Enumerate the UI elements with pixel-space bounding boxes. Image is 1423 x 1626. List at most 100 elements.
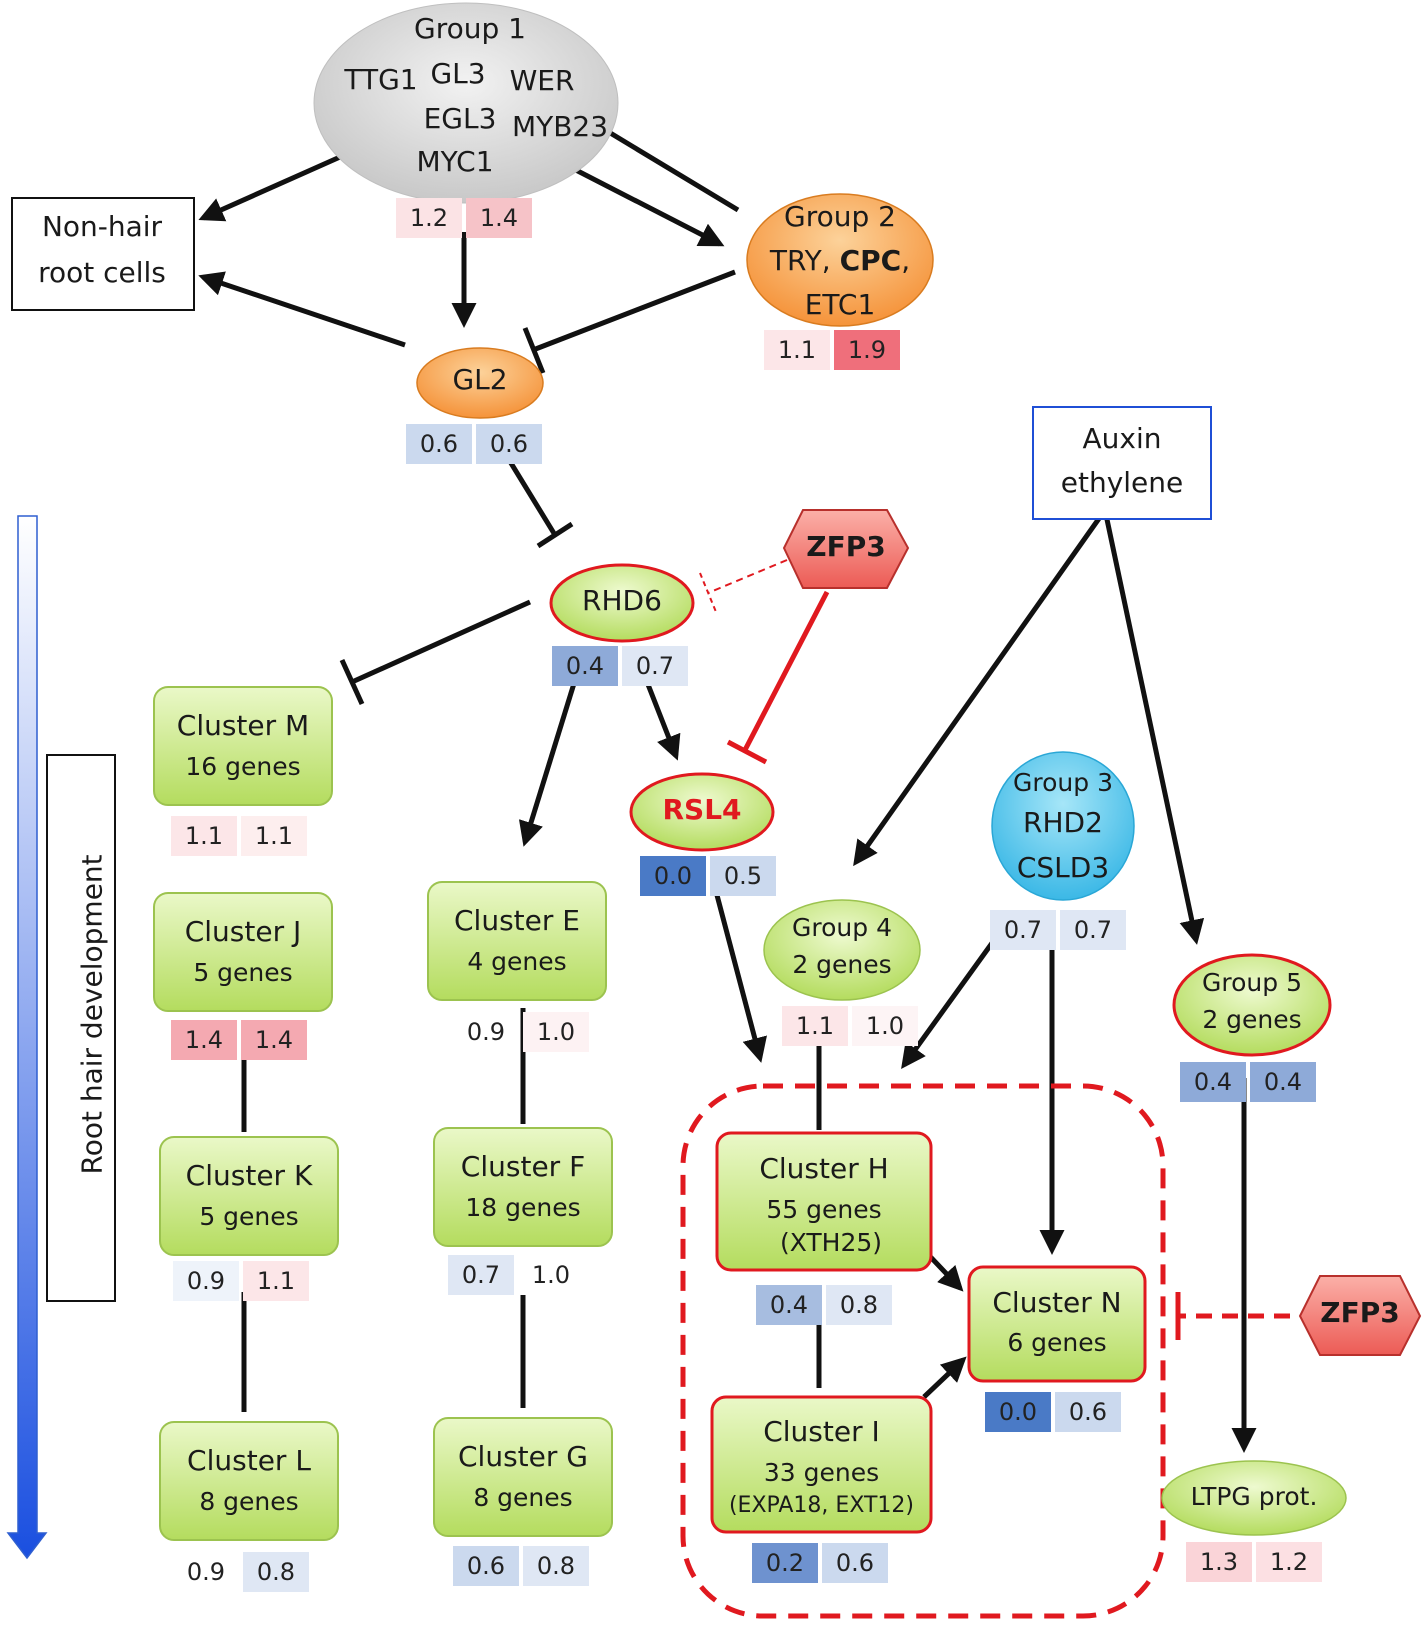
group3-node bbox=[991, 751, 1135, 901]
edge-gl2-nonhair bbox=[198, 271, 406, 348]
axis-label-box bbox=[46, 754, 116, 1302]
clusterl-value-2: 0.8 bbox=[243, 1552, 309, 1592]
gene-wer: WER bbox=[509, 64, 575, 97]
clusterg-title: Cluster G bbox=[458, 1440, 588, 1473]
gene-myb23: MYB23 bbox=[511, 110, 609, 143]
ltpg-node bbox=[1161, 1460, 1347, 1536]
group4-title: Group 4 bbox=[792, 913, 892, 942]
clusteri-value-1: 0.2 bbox=[752, 1543, 818, 1583]
clusterf-value-1: 0.7 bbox=[448, 1255, 514, 1295]
clustern-genes: 6 genes bbox=[1007, 1328, 1107, 1357]
gl2-value-2: 0.6 bbox=[476, 424, 542, 464]
clustere-value-1: 0.9 bbox=[453, 1012, 519, 1052]
clusterj-title: Cluster J bbox=[184, 915, 302, 948]
zfp3-right-label: ZFP3 bbox=[1320, 1296, 1400, 1329]
group1-value-1: 1.2 bbox=[396, 198, 462, 238]
group5-value-1: 0.4 bbox=[1180, 1062, 1246, 1102]
dashed-region-clusters-hin bbox=[680, 1083, 1166, 1619]
clusteri-value-2: 0.6 bbox=[822, 1543, 888, 1583]
edge-group3-region bbox=[901, 930, 1003, 1070]
clustern-title: Cluster N bbox=[992, 1286, 1122, 1319]
group2-value-2: 1.9 bbox=[834, 330, 900, 370]
clusterj-genes: 5 genes bbox=[193, 958, 293, 987]
clusterl-title: Cluster L bbox=[187, 1444, 311, 1477]
clustern-value-1: 0.0 bbox=[985, 1392, 1051, 1432]
group4-value-2: 1.0 bbox=[852, 1006, 918, 1046]
rhd6-value-1: 0.4 bbox=[552, 646, 618, 686]
gene-rhd2: RHD2 bbox=[1023, 806, 1103, 839]
non-hair-root-cells-box bbox=[11, 197, 195, 311]
gene-myc1: MYC1 bbox=[416, 145, 494, 178]
group5-title: Group 5 bbox=[1202, 968, 1302, 997]
clusterf-genes: 18 genes bbox=[465, 1193, 581, 1222]
clusterl-genes: 8 genes bbox=[199, 1487, 299, 1516]
edge-group1-nonhair bbox=[198, 154, 342, 222]
edge-gl2-inhibits-rhd6 bbox=[500, 448, 558, 537]
edge-group2-inhibits-gl2 bbox=[532, 269, 736, 353]
group5-genes: 2 genes bbox=[1202, 1005, 1302, 1034]
rsl4-value-2: 0.5 bbox=[710, 856, 776, 896]
rsl4-value-1: 0.0 bbox=[640, 856, 706, 896]
group3-value-2: 0.7 bbox=[1060, 910, 1126, 950]
non-hair-line1: Non-hair bbox=[41, 210, 163, 243]
clusterm-genes: 16 genes bbox=[185, 752, 301, 781]
group5-node bbox=[1172, 953, 1332, 1057]
clusterh-title: Cluster H bbox=[759, 1152, 889, 1185]
group4-node bbox=[763, 899, 921, 1001]
root-hair-development-axis bbox=[6, 515, 48, 1560]
gl2-label: GL2 bbox=[452, 363, 508, 396]
clusterj-value-1: 1.4 bbox=[171, 1020, 237, 1060]
gene-etc1: ETC1 bbox=[804, 288, 876, 321]
edge-rsl4-clusterh bbox=[710, 879, 767, 1063]
axis-label: Root hair development bbox=[75, 854, 109, 1175]
auxin-line2: ethylene bbox=[1060, 466, 1184, 499]
clusterg-value-2: 0.8 bbox=[523, 1546, 589, 1586]
edge-auxin-group4 bbox=[853, 508, 1108, 867]
clusterh-value-1: 0.4 bbox=[756, 1285, 822, 1325]
zfp3-top-hexagon bbox=[782, 509, 910, 589]
gl2-node bbox=[416, 347, 544, 419]
group2-value-1: 1.1 bbox=[764, 330, 830, 370]
clusterf-title: Cluster F bbox=[460, 1150, 586, 1183]
group4-value-1: 1.1 bbox=[782, 1006, 848, 1046]
clusterf-value-2: 1.0 bbox=[518, 1255, 584, 1295]
clustere-value-2: 1.0 bbox=[523, 1012, 589, 1052]
edge-group2-inhibits-group1 bbox=[600, 125, 740, 213]
clusterk-genes: 5 genes bbox=[199, 1202, 299, 1231]
zfp3-top-label: ZFP3 bbox=[806, 530, 886, 563]
gene-gl3: GL3 bbox=[430, 57, 486, 90]
clusterm-value-2: 1.1 bbox=[241, 816, 307, 856]
clusterk-title: Cluster K bbox=[185, 1159, 313, 1192]
rhd6-node bbox=[549, 563, 695, 643]
gene-cpc: CPC bbox=[839, 244, 902, 277]
clustere-title: Cluster E bbox=[454, 904, 580, 937]
clustern-value-2: 0.6 bbox=[1055, 1392, 1121, 1432]
edge-group1-group2 bbox=[568, 164, 725, 247]
ltpg-value-1: 1.3 bbox=[1186, 1542, 1252, 1582]
rhd6-label: RHD6 bbox=[582, 584, 662, 617]
auxin-ethylene-box bbox=[1032, 406, 1212, 520]
clusteri-note: (EXPA18, EXT12) bbox=[728, 1493, 915, 1518]
rhd6-value-2: 0.7 bbox=[622, 646, 688, 686]
group2-line2: TRY, CPC, bbox=[769, 244, 911, 277]
edge-clusteri-clustern bbox=[922, 1356, 967, 1399]
cluster-boxes bbox=[153, 686, 1147, 1541]
group3-title: Group 3 bbox=[1013, 768, 1113, 797]
gene-egl3: EGL3 bbox=[423, 102, 497, 135]
edge-rhd6-clustere bbox=[518, 663, 583, 847]
zfp3-right-hexagon bbox=[1298, 1275, 1422, 1356]
rsl4-label: RSL4 bbox=[662, 793, 742, 826]
gene-ttg1: TTG1 bbox=[344, 63, 418, 96]
clusterg-value-1: 0.6 bbox=[453, 1546, 519, 1586]
zfp3-interactions bbox=[699, 559, 1290, 1340]
group5-value-2: 0.4 bbox=[1250, 1062, 1316, 1102]
group4-genes: 2 genes bbox=[792, 950, 892, 979]
clusterh-genes: 55 genes bbox=[766, 1195, 882, 1224]
clusteri-genes: 33 genes bbox=[763, 1458, 880, 1487]
edge-auxin-group5 bbox=[1102, 509, 1205, 945]
clusteri-title: Cluster I bbox=[763, 1415, 880, 1448]
clusterh-value-2: 0.8 bbox=[826, 1285, 892, 1325]
group2-node bbox=[746, 193, 934, 327]
rsl4-node bbox=[629, 772, 775, 852]
